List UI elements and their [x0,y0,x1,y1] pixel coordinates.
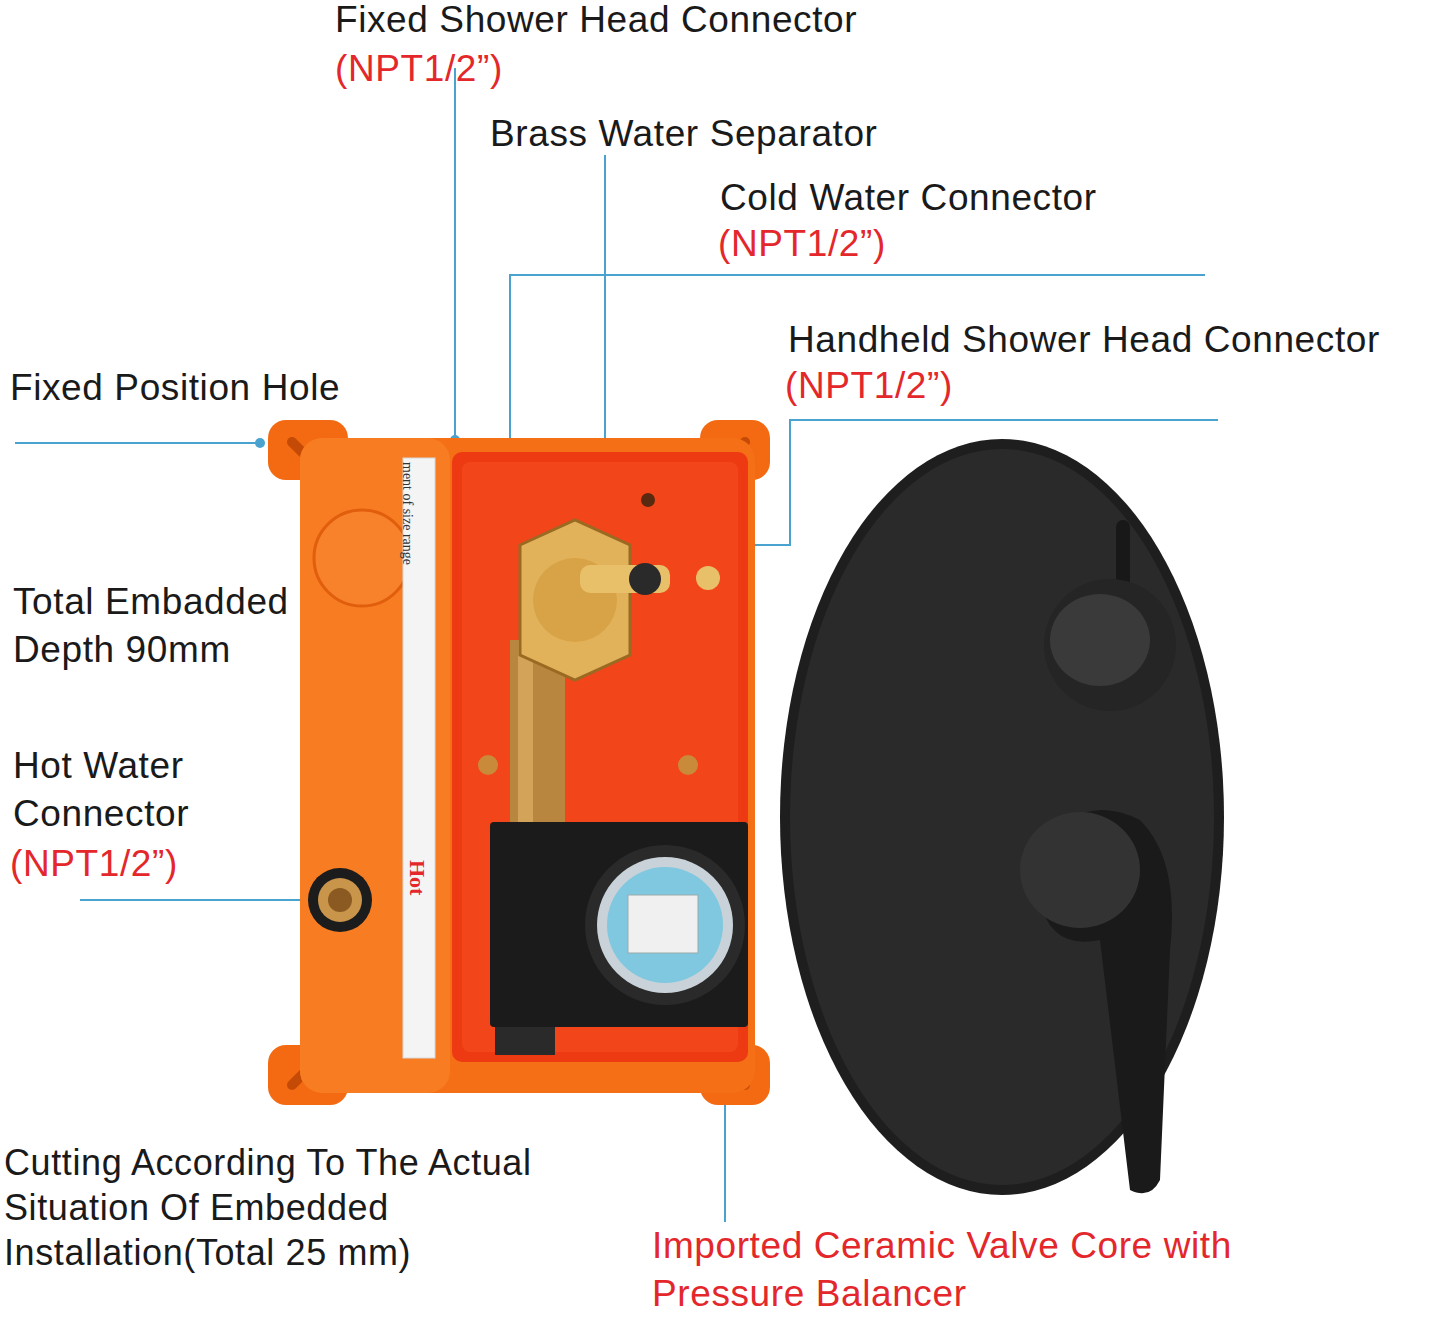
sticker-text: ment of size range [398,462,416,565]
part-label: Fixed Position Hole [10,364,340,412]
thread-size: (NPT1/2”) [10,840,178,888]
part-label: Brass Water Separator [490,110,878,158]
part-label: Imported Ceramic Valve Core with Pressur… [652,1222,1252,1318]
valve-box [268,420,770,1105]
dimension-note: Total Embadded Depth 90mm [13,578,343,674]
part-label: Hot Water Connector [13,742,243,838]
part-label: Handheld Shower Head Connector [788,316,1380,364]
thread-size: (NPT1/2”) [335,45,503,93]
part-label: Cold Water Connector [720,174,1097,222]
thread-size: (NPT1/2”) [718,220,886,268]
thread-size: (NPT1/2”) [785,362,953,410]
sticker-text: Hot [403,860,431,895]
trim-plate [780,439,1224,1195]
dimension-note: Cutting According To The Actual Situatio… [4,1140,589,1275]
part-label: Fixed Shower Head Connector [335,0,857,44]
